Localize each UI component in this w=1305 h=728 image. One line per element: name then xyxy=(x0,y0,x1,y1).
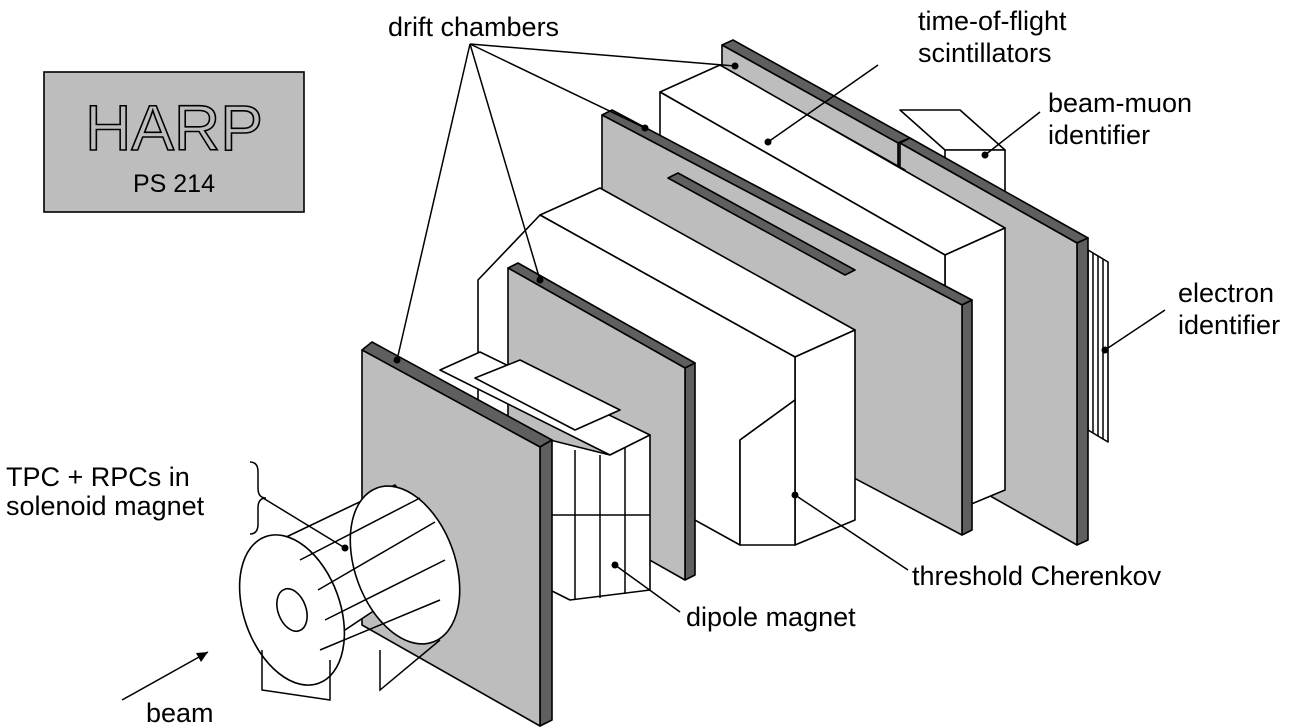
label-beam-muon-2: identifier xyxy=(1048,120,1150,150)
label-tpc-1: TPC + RPCs in xyxy=(6,462,190,492)
labels: drift chambers time-of-flight scintillat… xyxy=(6,6,1280,728)
label-drift-chambers: drift chambers xyxy=(388,12,559,42)
logo-title: HARP xyxy=(85,92,263,164)
label-tpc-2: solenoid magnet xyxy=(6,491,205,521)
label-electron-2: identifier xyxy=(1178,310,1280,340)
leader-lines xyxy=(121,43,1166,701)
label-beam-muon-1: beam-muon xyxy=(1048,88,1192,118)
label-dipole-magnet: dipole magnet xyxy=(686,602,856,632)
label-threshold-cherenkov: threshold Cherenkov xyxy=(912,561,1162,591)
logo-subtitle: PS 214 xyxy=(133,170,215,198)
label-tof-1: time-of-flight xyxy=(918,6,1067,36)
label-tof-2: scintillators xyxy=(918,38,1052,68)
label-beam: beam xyxy=(146,698,214,728)
tpc-solenoid xyxy=(238,484,461,701)
harp-logo: HARP PS 214 xyxy=(43,71,305,213)
label-electron-1: electron xyxy=(1178,278,1274,308)
electron-identifier xyxy=(1087,249,1109,443)
logo-box xyxy=(43,71,305,213)
dipole-magnet xyxy=(439,351,651,601)
